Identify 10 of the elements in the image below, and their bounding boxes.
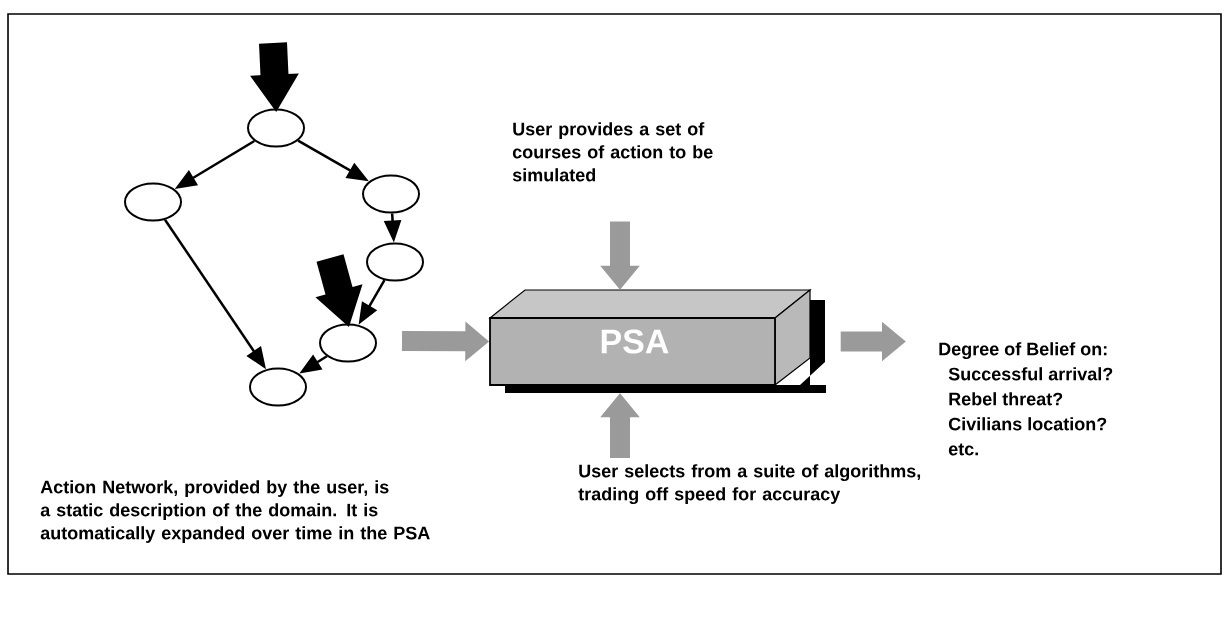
network-ellipse	[247, 108, 305, 148]
network-ellipse	[319, 323, 377, 363]
caption-text: Action Network, provided by the user, is a static description of the domain. It is automatically expanded over time in the PSA	[40, 480, 430, 543]
network-ellipse	[366, 242, 424, 282]
network-ellipse	[249, 367, 307, 407]
input-text: User provides a set of courses of action to be simulated	[512, 122, 713, 182]
input-text: User selects from a suite of algorithms, trading off speed for accuracy	[578, 464, 921, 505]
output-text: Degree of Belief on: Successful arrival? Rebel threat? Civilians location? etc.	[939, 342, 1113, 456]
network-ellipse	[362, 174, 420, 214]
network-ellipse	[124, 182, 182, 222]
